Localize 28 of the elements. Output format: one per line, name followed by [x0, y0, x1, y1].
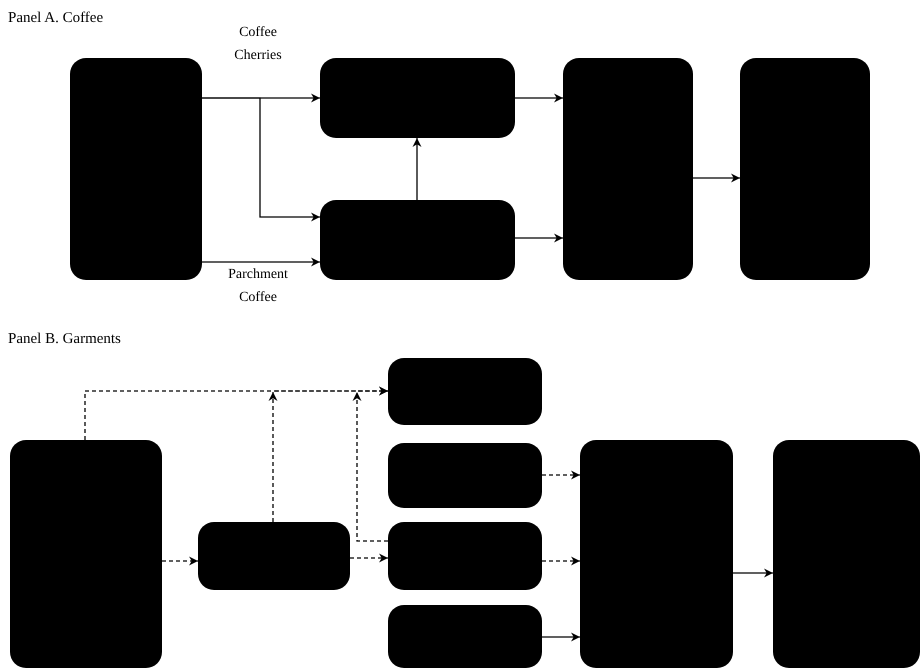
process-box — [773, 440, 920, 668]
process-box — [388, 358, 542, 425]
process-box — [740, 58, 870, 280]
arrow — [542, 632, 580, 642]
arrow — [202, 258, 320, 266]
panel-heading: Panel B. Garments — [8, 331, 121, 348]
process-box — [70, 58, 202, 280]
arrow — [202, 97, 320, 222]
process-box — [388, 443, 542, 508]
process-box — [580, 440, 733, 668]
process-box — [320, 58, 515, 138]
process-box — [563, 58, 693, 280]
process-box — [388, 522, 542, 590]
arrow — [515, 234, 563, 242]
arrow — [515, 94, 563, 102]
process-box — [320, 200, 515, 280]
dashed-arrow — [542, 556, 580, 566]
process-box — [198, 522, 350, 590]
dashed-arrow — [350, 554, 388, 562]
arrow — [412, 138, 422, 200]
arrow — [693, 174, 740, 182]
dashed-arrow — [162, 556, 198, 566]
dashed-arrow — [356, 386, 388, 542]
dashed-arrow — [542, 470, 580, 480]
arrow — [733, 568, 773, 578]
process-box — [10, 440, 162, 668]
panel-heading: Panel A. Coffee — [8, 10, 104, 27]
process-box — [388, 605, 542, 668]
